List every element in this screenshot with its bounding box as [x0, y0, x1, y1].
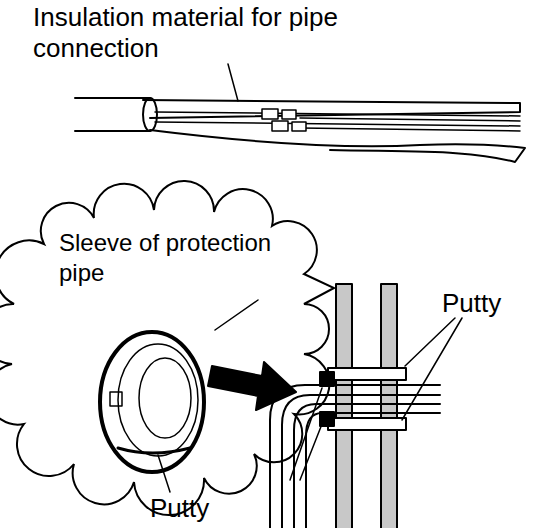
wall-layer — [381, 284, 397, 528]
leader-line — [215, 300, 258, 330]
part-label: Putty — [442, 288, 542, 319]
pipes — [155, 112, 520, 131]
sleeve-inner — [118, 344, 198, 456]
leader-line — [228, 64, 238, 101]
insulation-lower-flap — [150, 130, 525, 162]
zoom-arrow — [208, 362, 296, 410]
sleeve-pipe — [328, 368, 406, 380]
zoom-label: Sleeve of protection pipe — [59, 228, 274, 288]
part-label: Putty — [150, 493, 250, 524]
sleeve-pipe — [328, 418, 406, 430]
cloud-outline — [0, 181, 334, 515]
flare-nut — [272, 121, 288, 131]
sleeve-tab — [110, 392, 122, 406]
part-label: Insulation material for pipe connection — [33, 2, 463, 64]
flare-nut — [282, 110, 296, 119]
tube-end — [143, 98, 157, 131]
wall-layer — [336, 284, 352, 528]
flare-nut — [292, 122, 306, 131]
flare-nut — [262, 109, 278, 119]
leader-line — [290, 318, 462, 480]
pipe-bundle — [294, 404, 440, 528]
leader-line — [158, 455, 170, 492]
insulation-tube — [75, 98, 150, 131]
pipe-bundle — [282, 395, 440, 528]
putty-fill — [118, 448, 190, 453]
sleeve-hole — [139, 358, 191, 438]
pipe-bundle — [306, 413, 440, 528]
zoom-cloud: Sleeve of protection pipe — [4, 204, 332, 486]
pipe-bundle — [270, 385, 440, 528]
sleeve-outline — [100, 332, 204, 472]
